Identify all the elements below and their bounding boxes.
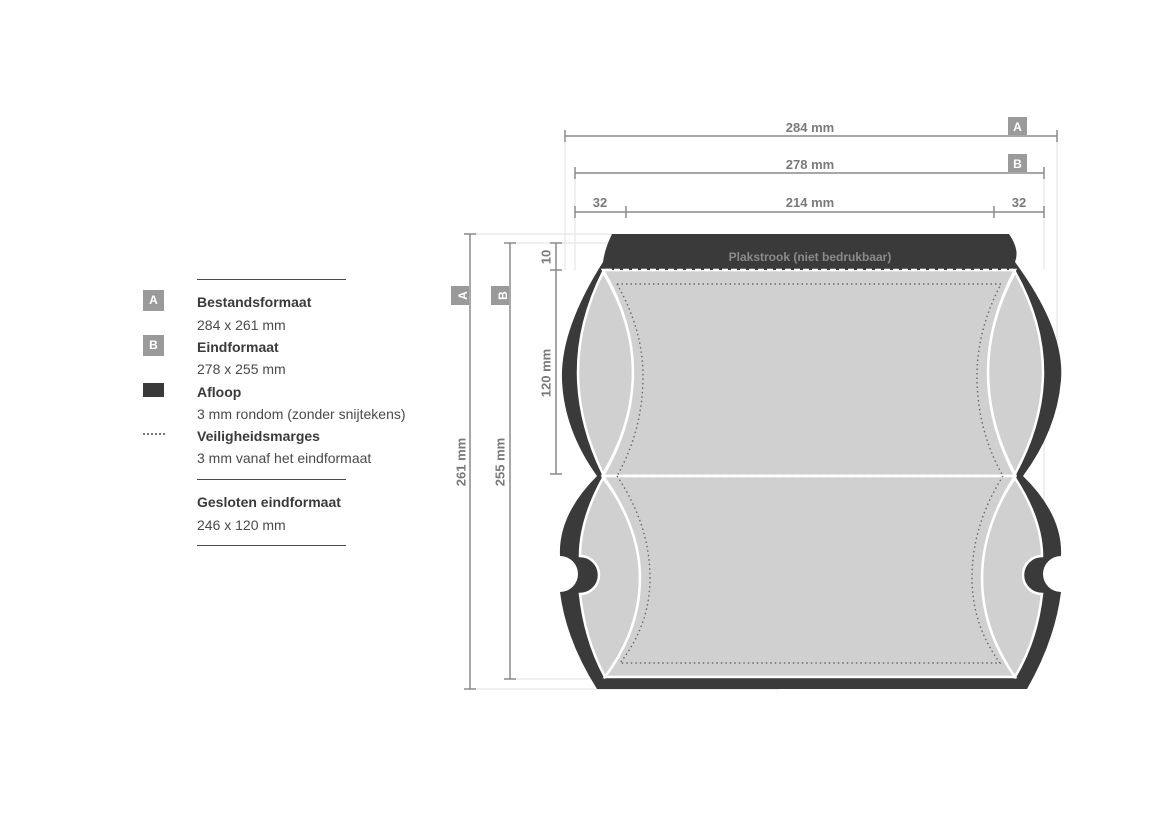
height-b-badge-text: B xyxy=(496,291,510,300)
top-panel xyxy=(600,268,1018,478)
legend-sub-eindformaat: 278 x 255 mm xyxy=(197,361,286,377)
safety-margins xyxy=(616,283,1004,664)
bleed-swatch-icon xyxy=(143,383,164,397)
panel-group xyxy=(576,268,1045,680)
legend-top-rule xyxy=(197,279,346,280)
height-b-label: 255 mm xyxy=(492,438,507,486)
legend-badge-b: B xyxy=(143,335,164,356)
legend: A Bestandsformaat 284 x 261 mm B Eindfor… xyxy=(0,0,420,827)
glue-strip xyxy=(612,243,1009,270)
width-a-badge-text: A xyxy=(1013,120,1022,134)
center-width-label: 214 mm xyxy=(786,195,834,210)
legend-title-veiligheidsmarges: Veiligheidsmarges xyxy=(197,428,320,444)
width-a-label: 284 mm xyxy=(786,120,834,135)
strip-height-label: 10 xyxy=(538,250,553,264)
height-a-badge xyxy=(451,286,469,305)
legend-sub-bestandsformaat: 284 x 261 mm xyxy=(197,317,286,333)
legend-title-afloop: Afloop xyxy=(197,384,242,400)
legend-mid-rule xyxy=(197,479,346,480)
width-a-badge xyxy=(1008,117,1027,135)
right-flap-width-label: 32 xyxy=(1012,195,1026,210)
height-a-badge-text: A xyxy=(456,291,470,300)
glue-strip-label: Plakstrook (niet bedrukbaar) xyxy=(729,250,892,264)
height-b-badge xyxy=(491,286,509,305)
legend-badge-a: A xyxy=(143,290,164,311)
legend-sub-veiligheidsmarges: 3 mm vanaf het eindformaat xyxy=(197,450,372,466)
width-b-label: 278 mm xyxy=(786,157,834,172)
legend-bottom-rule xyxy=(197,545,346,546)
legend-sub-afloop: 3 mm rondom (zonder snijtekens) xyxy=(197,406,406,422)
left-flap-width-label: 32 xyxy=(593,195,607,210)
height-a-label: 261 mm xyxy=(453,438,468,486)
bottom-panel xyxy=(600,474,1018,679)
width-b-badge xyxy=(1008,154,1027,172)
dimension-lines xyxy=(464,130,1058,690)
legend-title-eindformaat: Eindformaat xyxy=(197,339,279,355)
legend-sub-gesloten: 246 x 120 mm xyxy=(197,517,286,533)
dotted-line-icon xyxy=(143,433,165,435)
width-b-badge-text: B xyxy=(1013,157,1022,171)
legend-title-gesloten: Gesloten eindformaat xyxy=(197,494,341,510)
panel-height-label: 120 mm xyxy=(538,349,553,397)
legend-title-bestandsformaat: Bestandsformaat xyxy=(197,294,312,310)
